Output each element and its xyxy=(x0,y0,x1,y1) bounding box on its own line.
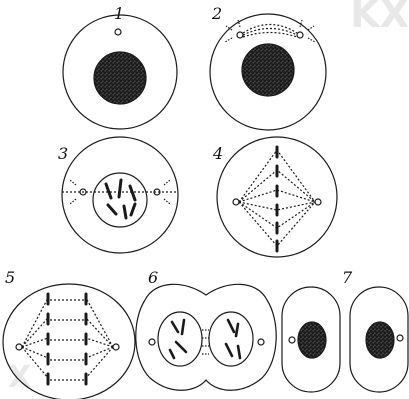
daughter-nucleus-left xyxy=(158,312,202,366)
centrosome xyxy=(115,29,121,35)
centrosome xyxy=(297,32,303,38)
stage-label-3: 3 xyxy=(58,146,68,162)
stage-label-2: 2 xyxy=(212,6,222,22)
centrosome xyxy=(258,339,264,345)
stage-6-cell xyxy=(136,284,276,390)
cell-membrane xyxy=(3,284,135,399)
stage-4-cell xyxy=(217,137,337,257)
centrosome xyxy=(16,344,22,350)
nucleus xyxy=(242,44,294,96)
stage-5-cell xyxy=(3,284,135,399)
stage-2-cell xyxy=(210,14,326,130)
stage-label-5: 5 xyxy=(5,270,15,286)
stage-label-1: 1 xyxy=(114,6,124,22)
stage-label-4: 4 xyxy=(213,146,223,162)
decondensing-chromosomes xyxy=(170,320,240,358)
midbody-fibers xyxy=(202,330,209,354)
centrosome xyxy=(315,199,321,205)
centrosome xyxy=(113,344,119,350)
stage-7-cells xyxy=(282,287,408,392)
aster-rays xyxy=(225,20,315,42)
daughter-nucleus xyxy=(298,322,326,358)
spindle-fibers xyxy=(22,298,113,380)
stage-3-cell xyxy=(62,137,178,253)
spindle-fibers xyxy=(243,25,297,38)
stage-label-7: 7 xyxy=(342,270,352,286)
centrosome xyxy=(289,337,295,343)
nucleus xyxy=(94,52,146,104)
centrosome xyxy=(233,199,239,205)
cleavage-furrow-membrane xyxy=(136,284,276,390)
daughter-nucleus xyxy=(366,322,394,358)
centrosome xyxy=(397,335,403,341)
chromosomes xyxy=(106,180,135,218)
stage-1-cell xyxy=(63,15,177,129)
centrosome xyxy=(149,339,155,345)
stage-label-6: 6 xyxy=(148,270,158,286)
daughter-nucleus-right xyxy=(209,312,253,366)
centrosome xyxy=(237,32,243,38)
separating-chromatids xyxy=(48,294,86,384)
